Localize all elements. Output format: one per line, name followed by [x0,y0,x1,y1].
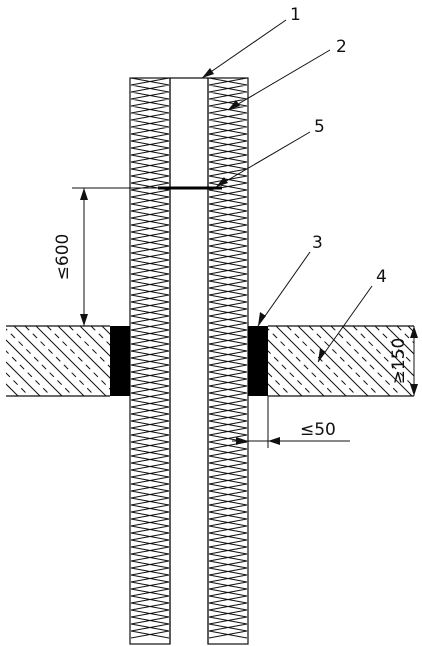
dimension-height: ≤600 [53,187,160,326]
slab-hatch-dash [286,326,358,396]
slab-hatch-line [6,383,19,396]
slab-hatch-dash [6,394,8,396]
dimension-gap: ≤50 [232,396,350,448]
slab-hatch-line [13,326,85,396]
callout-2: 2 [336,37,347,57]
slab-hatch-dash [268,328,336,396]
insulation-left [129,77,171,645]
slab-hatch-line [6,361,41,396]
slab-hatch-line [35,326,107,396]
insulation-right [207,77,249,645]
slab-hatch-line [341,326,413,396]
slab-hatch-dash [330,326,402,396]
insulation-right-hatch [208,78,248,639]
slab-hatch-dash [396,326,414,344]
insulation-zigzag [130,78,170,639]
slab-hatch-line [268,339,325,396]
slab-hatch-line [57,326,110,379]
slab-hatch-dash [68,326,110,368]
dimension-slab-label: ≥150 [389,338,409,385]
insulation-zigzag [208,78,248,639]
slab-hatch-line [319,326,391,396]
slab-hatch-dash [268,372,292,396]
slab-hatch-dash [46,326,110,390]
slab-hatch-line [146,326,216,396]
callout-1: 1 [290,5,301,25]
slab-hatch-dash [268,350,314,396]
callout-3: 3 [312,233,323,253]
callout-5: 5 [314,117,325,137]
slab-hatch-line [363,326,414,377]
pipe [169,77,209,644]
slab-hatch-dash [6,372,30,396]
slab-left-hatch [6,326,216,396]
slab-hatch-dash [90,326,110,346]
slab-hatch-dash [24,326,96,396]
dimension-gap-label: ≤50 [300,420,336,440]
slab-hatch-line [268,383,281,396]
slab-hatch-line [275,326,347,396]
insulation-left-hatch [130,78,170,639]
leaders [201,19,373,363]
slab-hatch-line [6,339,63,396]
slab-hatch-line [297,326,369,396]
slab-hatch-dash [374,326,414,366]
slab-hatch-line [385,326,414,355]
callout-4: 4 [376,267,387,287]
slab-hatch-line [268,361,303,396]
slab-hatch-dash [6,328,74,396]
slab-hatch-dash [308,326,380,396]
slab-hatch-line [79,326,110,357]
slab-hatch-dash [6,350,52,396]
fire-seal-left [110,326,130,396]
insulation-zigzag [130,78,170,639]
fire-seal-right [248,326,268,396]
floor-slab-left [6,325,216,397]
insulation-zigzag [208,78,248,639]
dimension-height-label: ≤600 [53,234,73,281]
dimension-slab: ≥150 [389,326,418,396]
